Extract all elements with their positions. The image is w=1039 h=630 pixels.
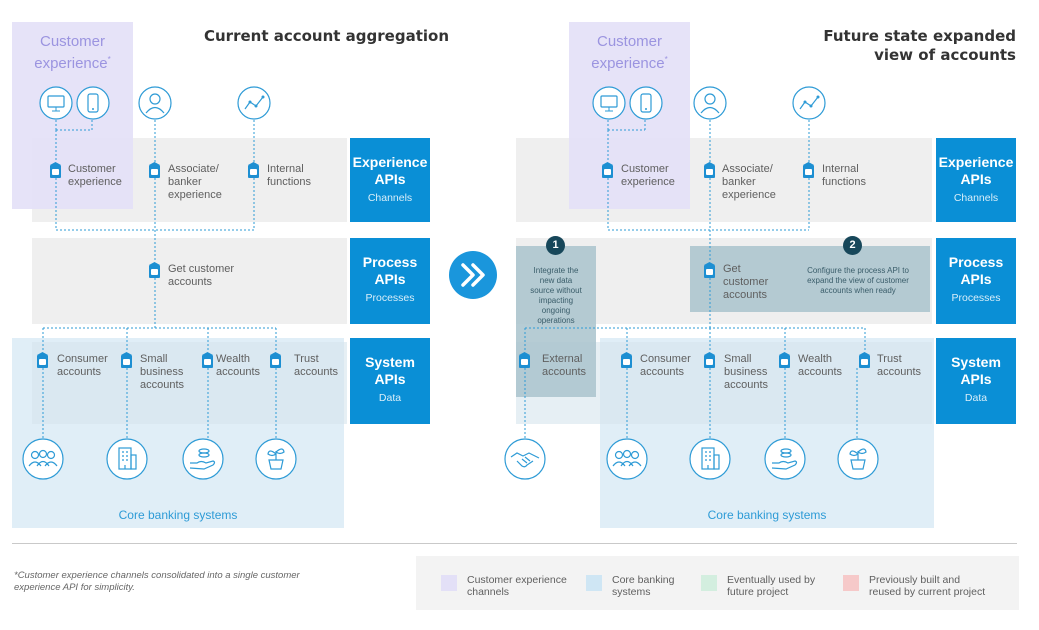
person-icon [138, 86, 172, 120]
building-icon [106, 438, 148, 480]
legend-swatch-future-project [701, 575, 717, 591]
people-group-icon [606, 438, 648, 480]
footer-divider [12, 543, 1017, 544]
step2-highlight [690, 246, 930, 312]
legend-swatch-customer-experience [441, 575, 457, 591]
left-system-band [32, 342, 347, 424]
legend [416, 556, 1019, 610]
wealth-hand-icon [764, 438, 806, 480]
left-process-band [32, 238, 347, 324]
transition-arrow-icon [449, 251, 497, 299]
api-node-icon [704, 265, 715, 278]
left-connectors [42, 120, 277, 440]
people-group-icon [22, 438, 64, 480]
desktop-icon [39, 86, 73, 120]
api-node-icon [149, 165, 160, 178]
footnote: *Customer experience channels consolidat… [14, 570, 300, 593]
legend-swatch-core-banking [586, 575, 602, 591]
api-node-icon [621, 355, 632, 368]
api-node-icon [248, 165, 259, 178]
right-core-banking-label: Core banking systems [707, 508, 827, 522]
right-connectors [524, 120, 866, 440]
api-node-icon [859, 355, 870, 368]
api-node-icon [704, 355, 715, 368]
legend-swatch-previously-built [843, 575, 859, 591]
plant-icon [837, 438, 879, 480]
api-node-icon [779, 355, 790, 368]
left-cx-label: Customer experience* [34, 33, 111, 72]
right-cx-box [569, 22, 690, 209]
api-node-icon [50, 165, 61, 178]
right-cx-label: Customer experience* [591, 33, 668, 72]
analytics-icon [792, 86, 826, 120]
left-cx-box [12, 22, 133, 209]
analytics-icon [237, 86, 271, 120]
api-node-icon [803, 165, 814, 178]
api-node-icon [704, 165, 715, 178]
person-icon [693, 86, 727, 120]
api-node-icon [270, 355, 281, 368]
left-title: Current account aggregation [204, 27, 450, 45]
plant-icon [255, 438, 297, 480]
wealth-hand-icon [182, 438, 224, 480]
mobile-icon [629, 86, 663, 120]
api-node-icon [121, 355, 132, 368]
step1-badge: 1 [546, 236, 565, 255]
step2-badge: 2 [843, 236, 862, 255]
handshake-icon [504, 438, 546, 480]
building-icon [689, 438, 731, 480]
left-core-banking-label: Core banking systems [118, 508, 238, 522]
api-node-icon [519, 355, 530, 368]
mobile-icon [76, 86, 110, 120]
api-node-icon [202, 355, 213, 368]
api-node-icon [602, 165, 613, 178]
api-node-icon [149, 265, 160, 278]
api-node-icon [37, 355, 48, 368]
step1-highlight [516, 246, 596, 397]
desktop-icon [592, 86, 626, 120]
